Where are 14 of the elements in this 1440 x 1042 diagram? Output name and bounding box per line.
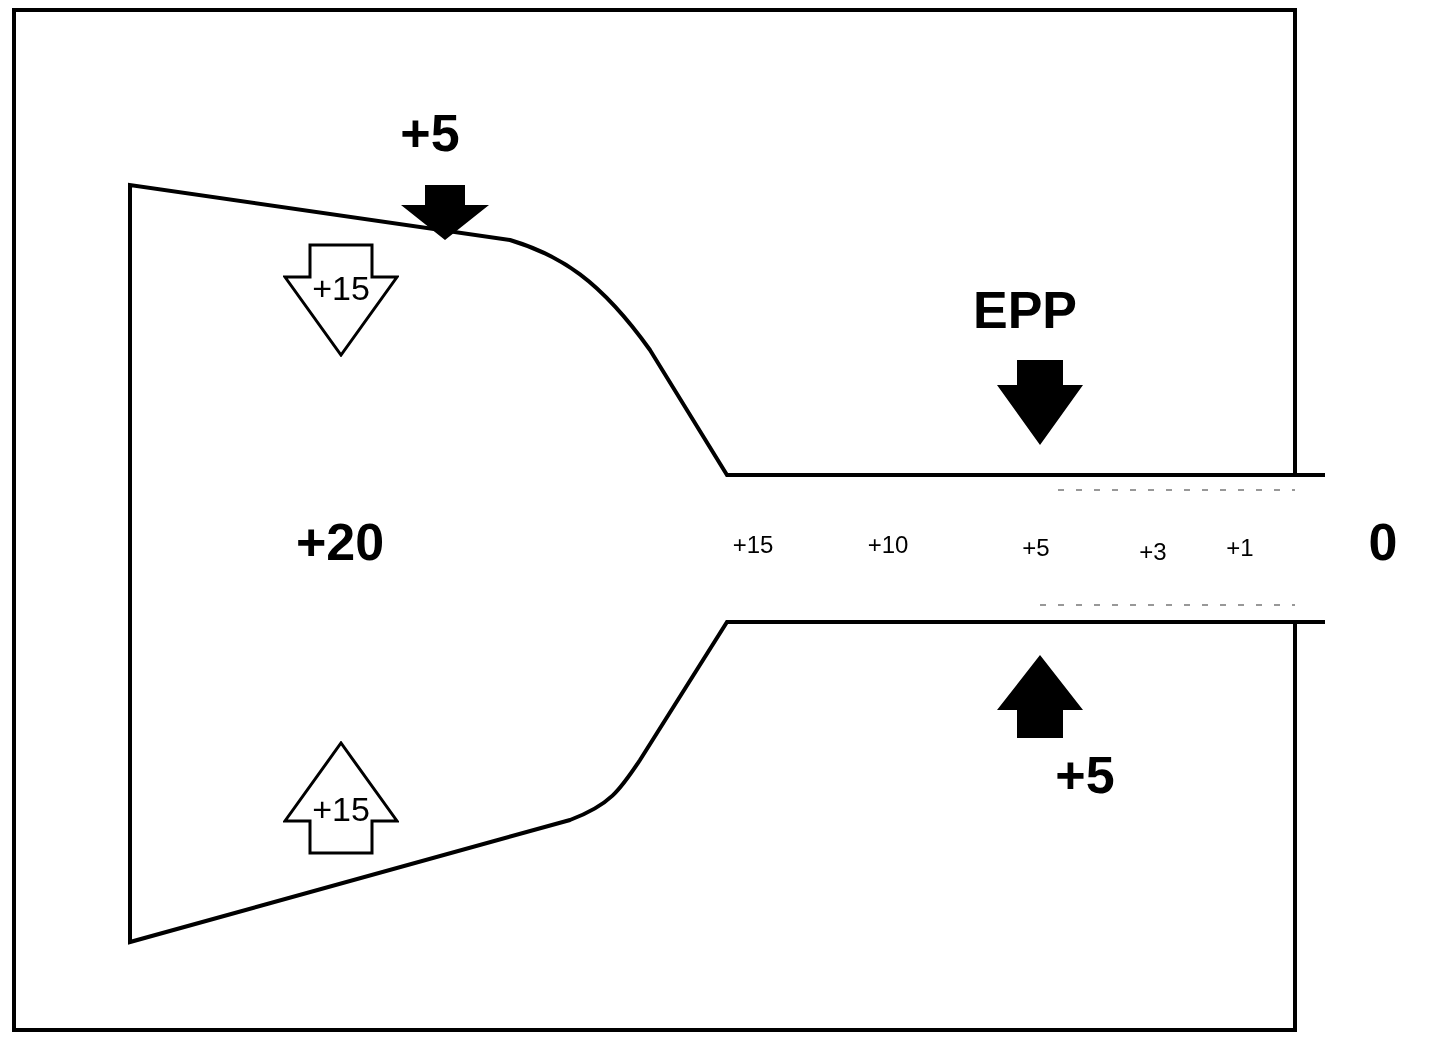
pressure-value: +5 xyxy=(1022,536,1050,560)
pressure-value: +15 xyxy=(311,792,371,826)
pressure-value: +1 xyxy=(1226,536,1254,560)
equal-pressure-point-label: EPP xyxy=(972,284,1078,336)
pressure-value: 0 xyxy=(1368,516,1398,568)
pressure-value: +10 xyxy=(867,533,909,557)
pressure-value: +15 xyxy=(732,533,774,557)
pressure-value: +15 xyxy=(311,271,371,305)
pressure-arrow xyxy=(283,243,399,357)
pressure-value: +5 xyxy=(1055,749,1115,801)
pressure-value: +20 xyxy=(295,516,385,568)
pressure-value: +3 xyxy=(1139,540,1167,564)
pressure-value: +5 xyxy=(400,107,460,159)
pressure-arrow xyxy=(283,741,399,855)
